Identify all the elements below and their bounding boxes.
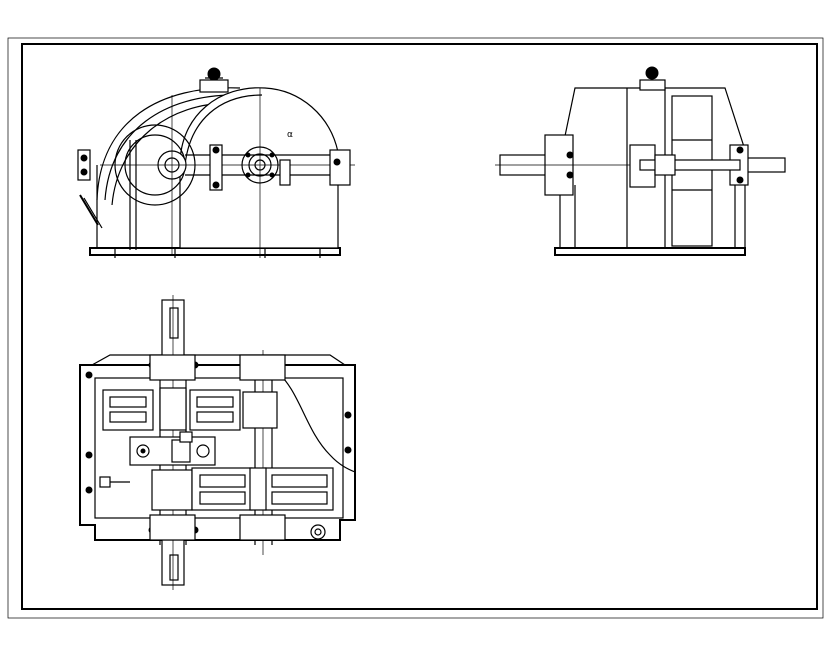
outer-border [7, 37, 824, 619]
front-view: α [77, 67, 355, 258]
front-view-label: α [287, 130, 293, 140]
top-view [79, 295, 356, 590]
inner-frame [21, 43, 818, 610]
side-view [495, 66, 786, 256]
